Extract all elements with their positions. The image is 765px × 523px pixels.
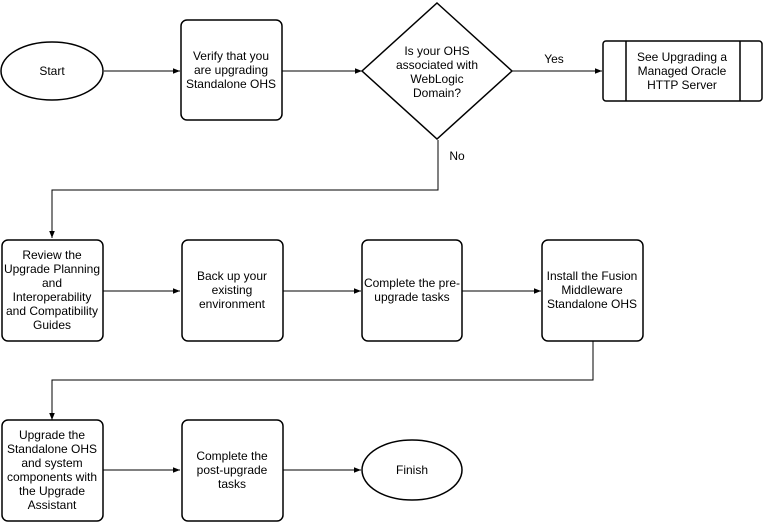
review-guides-step — [1, 239, 104, 342]
review-label-line: and — [42, 276, 62, 290]
edge-decision-no — [49, 140, 439, 238]
edge-label-yes: Yes — [544, 52, 564, 66]
see-managed-label-line: See Upgrading a — [637, 50, 727, 64]
finish-label-line: Finish — [396, 463, 428, 477]
see-managed-ohs-step — [602, 40, 763, 102]
start-label-line: Start — [39, 64, 65, 78]
verify-label-line: Standalone OHS — [186, 77, 276, 91]
backup-label-line: environment — [199, 297, 266, 311]
review-label-line: Upgrade Planning — [4, 262, 100, 276]
upgrade-label-line: components with — [7, 470, 97, 484]
upgrade-label-line: Assistant — [28, 498, 77, 512]
backup-label-line: existing — [212, 283, 253, 297]
review-label-line: Guides — [33, 318, 71, 332]
start-node — [0, 41, 104, 101]
edge-install-upgrade — [49, 341, 594, 420]
backup-step — [181, 239, 284, 342]
see-managed-label-line: Managed Oracle — [638, 64, 727, 78]
post-upgrade-step — [181, 419, 284, 522]
edge-label-no: No — [449, 149, 465, 163]
finish-node — [361, 439, 463, 501]
upgrade-step — [1, 419, 104, 522]
upgrade-label-line: Upgrade the — [19, 428, 85, 442]
post-upgrade-label-line: tasks — [218, 477, 246, 491]
verify-label-line: Verify that you — [193, 49, 269, 63]
decision-label-line: Is your OHS — [404, 44, 469, 58]
upgrade-label-line: Standalone OHS — [7, 442, 97, 456]
install-label-line: Install the Fusion — [547, 269, 638, 283]
pre-upgrade-label-line: upgrade tasks — [374, 290, 449, 304]
pre-upgrade-label-line: Complete the pre- — [364, 276, 460, 290]
ohs-weblogic-decision — [360, 1, 514, 141]
review-label-line: Interoperability — [13, 290, 92, 304]
verify-step — [180, 19, 283, 121]
decision-label-line: associated with — [396, 58, 478, 72]
install-label-line: Middleware — [561, 283, 623, 297]
see-managed-label-line: HTTP Server — [647, 78, 717, 92]
review-label-line: and Compatibility — [6, 304, 98, 318]
upgrade-label-line: the Upgrade — [19, 484, 85, 498]
backup-label-line: Back up your — [197, 269, 267, 283]
install-label-line: Standalone OHS — [547, 297, 637, 311]
verify-label-line: are upgrading — [194, 63, 268, 77]
upgrade-label-line: and system — [21, 456, 82, 470]
decision-label-line: WebLogic — [410, 72, 463, 86]
decision-label-line: Domain? — [413, 86, 461, 100]
pre-upgrade-step — [361, 239, 463, 342]
review-label-line: Review the — [22, 248, 82, 262]
post-upgrade-label-line: post-upgrade — [197, 463, 268, 477]
install-step — [541, 239, 644, 342]
post-upgrade-label-line: Complete the — [196, 449, 268, 463]
